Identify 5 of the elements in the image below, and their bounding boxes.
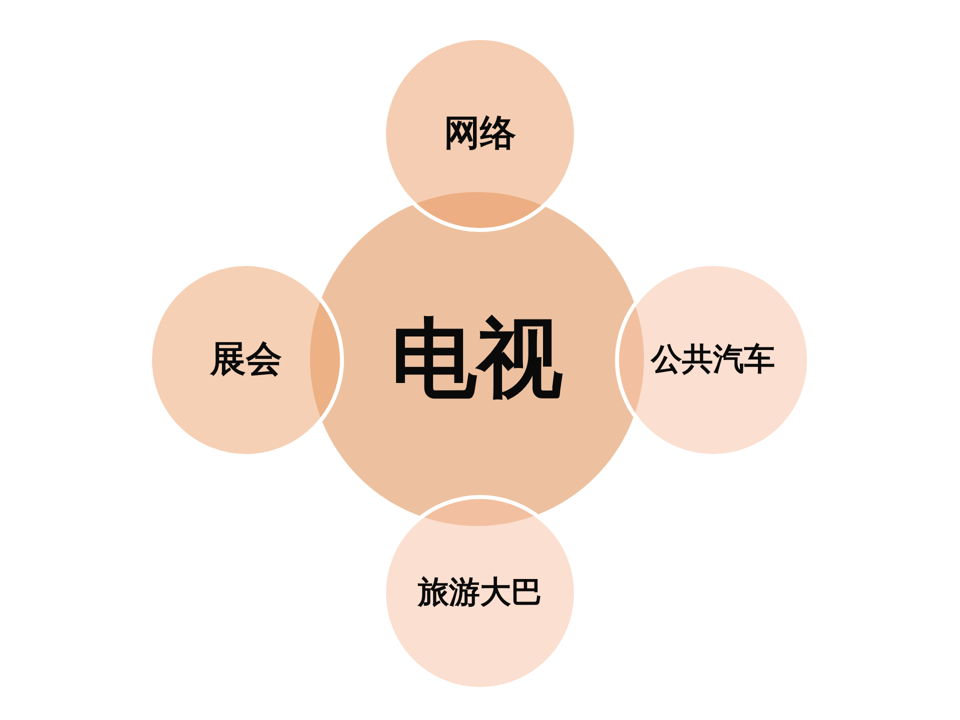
topic-label: 网络 xyxy=(444,116,516,152)
topic-label: 旅游大巴 xyxy=(418,578,542,608)
central-label: 电视 xyxy=(391,316,563,402)
topic-label: 公共汽车 xyxy=(651,344,775,376)
topic-label: 展会 xyxy=(210,342,282,378)
